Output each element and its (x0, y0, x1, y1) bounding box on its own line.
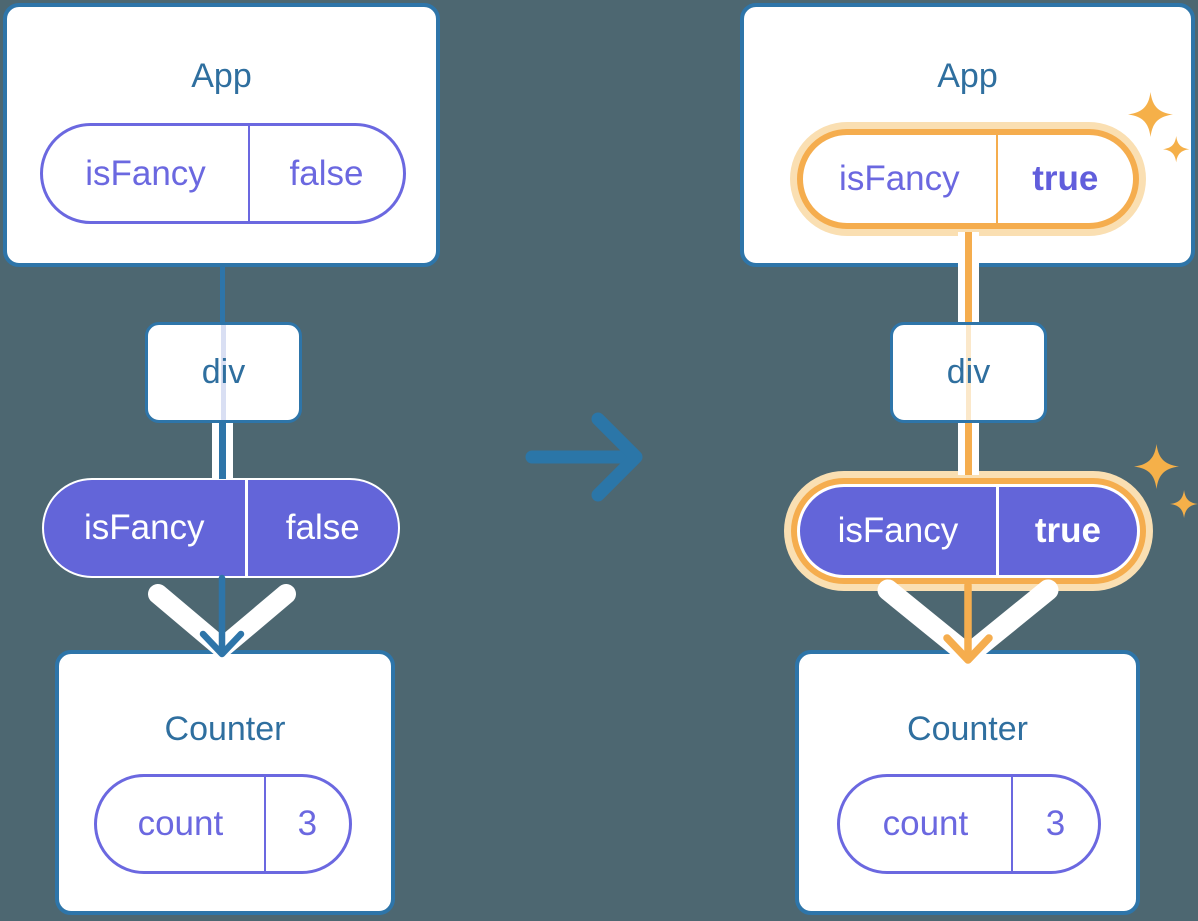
prop-name: isFancy (803, 135, 998, 223)
state-name: count (97, 777, 266, 871)
state-name: count (840, 777, 1013, 871)
app-card-right: App isFancy true (740, 3, 1195, 267)
sparkle-small (1163, 136, 1190, 163)
line-pill-to-div-right (958, 232, 979, 322)
app-prop-pill-right: isFancy true (797, 129, 1139, 229)
counter-card-left: Counter count 3 (55, 650, 395, 915)
div-node-label: div (201, 353, 246, 391)
passed-prop-pill-left: isFancy false (42, 478, 400, 578)
state-value: 3 (297, 804, 318, 843)
line-div-to-pill-left (212, 423, 233, 479)
transition-arrow-icon (525, 412, 643, 502)
prop-line-through-div-right (966, 325, 971, 420)
sparkle-large (1128, 92, 1173, 137)
counter-card-title: Counter (907, 710, 1028, 748)
div-node-right: div (890, 322, 1047, 423)
prop-line-through-div-left (221, 325, 226, 420)
line-core-orange (965, 232, 972, 322)
line-app-to-div-left (220, 265, 225, 323)
prop-value: false (285, 508, 360, 547)
app-card-title: App (937, 57, 998, 95)
prop-value: false (289, 153, 364, 193)
down-arrow-right-icon (877, 579, 1059, 666)
sparkle-small (1170, 490, 1198, 519)
down-arrow-left-icon (148, 574, 296, 658)
orange-arrow-head (943, 634, 993, 664)
state-value: 3 (1045, 804, 1066, 843)
prop-name: isFancy (800, 487, 999, 575)
div-node-left: div (145, 322, 302, 423)
line-core-blue (219, 423, 226, 479)
counter-state-pill-right: count 3 (837, 774, 1101, 874)
prop-name: isFancy (44, 480, 248, 576)
counter-card-title: Counter (164, 710, 286, 748)
app-card-left: App isFancy false (3, 3, 440, 267)
div-node-label: div (946, 353, 991, 391)
sparkles-icon-bottom (1134, 444, 1198, 519)
arrow-head (591, 412, 643, 502)
passed-prop-pill-right: isFancy true (797, 484, 1140, 578)
sparkles-icon-top (1128, 92, 1190, 163)
line-core-orange (965, 423, 972, 475)
line-div-to-pill-right (958, 423, 979, 475)
blue-arrow-head (199, 630, 245, 658)
prop-value: true (1032, 159, 1099, 198)
counter-card-right: Counter count 3 (795, 650, 1140, 915)
sparkle-large (1134, 444, 1179, 489)
prop-value: true (1034, 511, 1101, 550)
counter-state-pill-left: count 3 (94, 774, 352, 874)
app-prop-pill-left: isFancy false (40, 123, 406, 224)
prop-name: isFancy (43, 126, 250, 221)
app-card-title: App (191, 57, 252, 95)
